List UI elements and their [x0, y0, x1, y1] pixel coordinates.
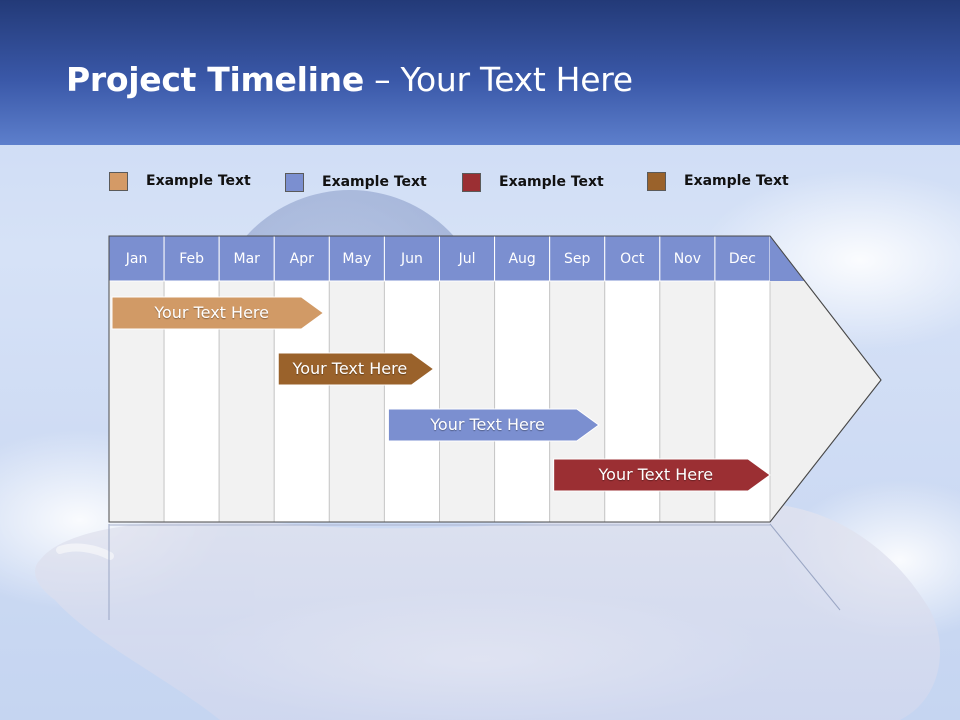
task-label: Your Text Here [430, 415, 545, 434]
month-column [328, 280, 385, 523]
month-label: Jul [458, 251, 476, 267]
legend-swatch [462, 172, 481, 192]
legend-label: Example Text [146, 173, 251, 189]
month-header-cell [163, 235, 220, 282]
task-bar [111, 296, 325, 330]
month-label: Oct [620, 251, 645, 267]
title-rest: – Your Text Here [363, 60, 633, 99]
task-bar [387, 408, 600, 442]
month-label: Jun [401, 251, 423, 267]
legend-swatch [647, 171, 666, 191]
month-label: Feb [179, 251, 205, 267]
month-header-cell [439, 235, 496, 282]
timeline-outline [108, 235, 882, 523]
legend-label: Example Text [322, 174, 427, 190]
legend-swatch [285, 172, 304, 192]
legend-item: Example Text [647, 171, 789, 191]
month-header-cell [273, 235, 330, 282]
month-column [494, 280, 551, 523]
legend-label: Example Text [499, 174, 604, 190]
title-bold: Project Timeline [66, 60, 364, 99]
month-label: Aug [508, 251, 536, 267]
month-header-cell [714, 235, 771, 282]
slide-title: Project Timeline – Your Text Here [66, 60, 633, 99]
task-bar [277, 352, 435, 386]
task-label: Your Text Here [154, 303, 269, 322]
month-header-cell [328, 235, 385, 282]
month-label: Apr [289, 251, 314, 267]
month-label: Jan [125, 251, 148, 267]
legend-item: Example Text [462, 172, 604, 192]
month-label: Dec [728, 251, 756, 267]
task-label: Your Text Here [598, 465, 714, 484]
task-bar [553, 458, 771, 492]
legend-label: Example Text [684, 173, 789, 189]
header-band [0, 0, 960, 145]
task-label: Your Text Here [292, 359, 408, 378]
month-header-cell [218, 235, 275, 282]
month-column [439, 280, 496, 523]
month-header-cell [659, 235, 716, 282]
month-label: Nov [673, 251, 702, 267]
month-column [383, 280, 440, 523]
legend-swatch [109, 171, 128, 191]
month-label: May [342, 251, 372, 267]
reflection-line [769, 523, 841, 611]
month-header-cell [494, 235, 551, 282]
legend-item: Example Text [285, 172, 427, 192]
month-label: Mar [233, 251, 260, 267]
hand-illustration [35, 505, 940, 720]
month-label: Sep [564, 251, 591, 267]
month-header-cell [604, 235, 661, 282]
legend-item: Example Text [109, 171, 251, 191]
